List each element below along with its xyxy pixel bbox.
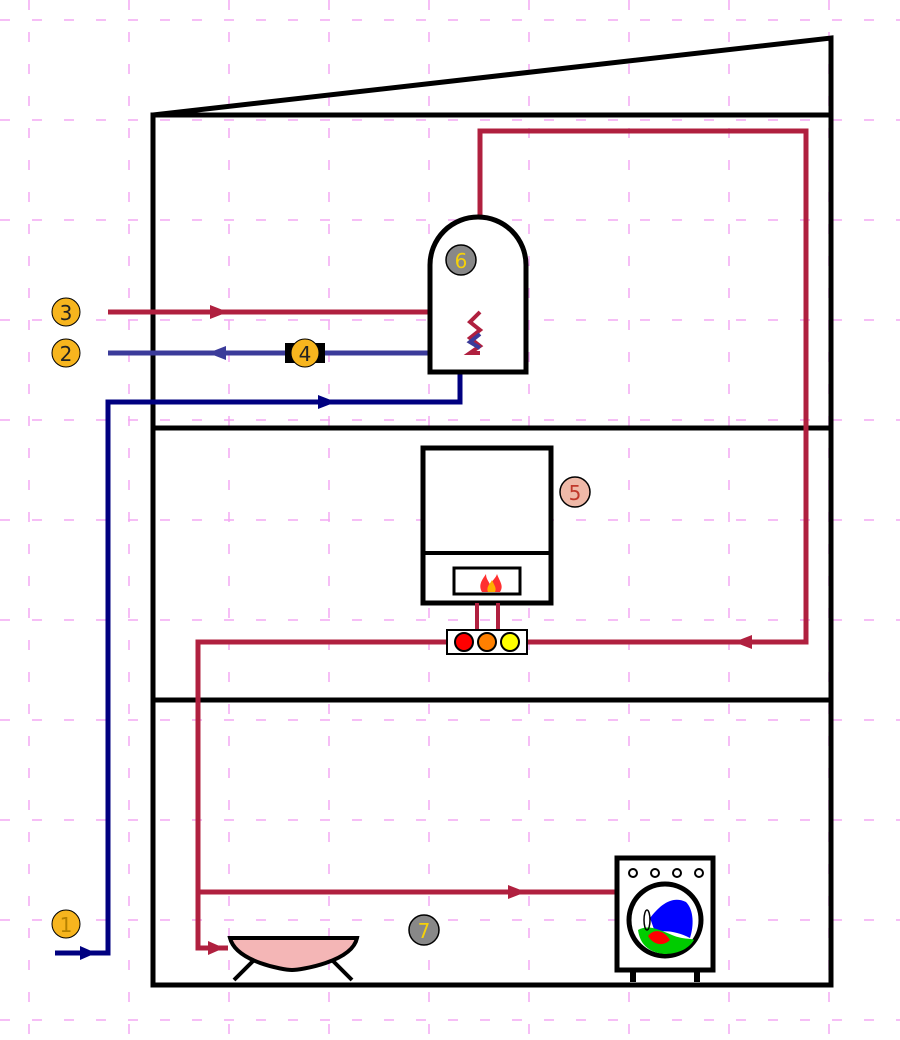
hot-water-pipe	[195, 128, 809, 951]
arrow-icon	[208, 346, 226, 360]
marker-2-circle	[51, 338, 81, 368]
bathtub	[227, 936, 360, 982]
marker-3-label: 3	[60, 301, 73, 325]
washing-machine	[614, 855, 716, 982]
house-walls	[150, 112, 834, 988]
marker-2: 2	[51, 338, 81, 368]
marker-7-circle	[408, 914, 440, 946]
marker-3: 3	[51, 297, 81, 327]
marker-2-label: 2	[60, 342, 73, 366]
marker-5: 5	[559, 476, 591, 508]
arrow-icon	[734, 635, 752, 649]
marker-1: 1	[51, 909, 81, 939]
arrow-icon	[508, 885, 526, 899]
marker-7-label: 7	[418, 919, 431, 943]
marker-6: 6	[445, 244, 477, 276]
valve-yellow-icon	[500, 632, 520, 652]
arrow-icon	[318, 395, 336, 409]
arrow-icon	[80, 946, 96, 960]
roof	[152, 35, 834, 118]
marker-4-circle	[290, 338, 320, 368]
house-outline	[150, 35, 834, 988]
marker-4-label: 4	[299, 342, 312, 366]
valve-manifold	[446, 629, 528, 655]
marker-5-label: 5	[569, 481, 582, 505]
arrow-icon	[208, 941, 224, 955]
return-coil-icon	[466, 332, 482, 350]
cold-supply-pipe	[55, 365, 463, 956]
flame-icon	[480, 574, 502, 592]
laundry-icon	[650, 899, 693, 938]
marker-1-circle	[51, 909, 81, 939]
marker-3-circle	[51, 297, 81, 327]
valve-red-icon	[454, 632, 474, 652]
arrow-icon	[210, 305, 228, 319]
marker-1-label: 1	[60, 913, 73, 937]
marker-6-label: 6	[455, 249, 468, 273]
marker-6-circle	[445, 244, 477, 276]
marker-4: 4	[290, 338, 320, 368]
marker-7: 7	[408, 914, 440, 946]
boiler	[420, 445, 554, 630]
marker-5-circle	[559, 476, 591, 508]
valve-orange-icon	[477, 632, 497, 652]
heat-exchanger-coil-icon	[463, 310, 484, 355]
